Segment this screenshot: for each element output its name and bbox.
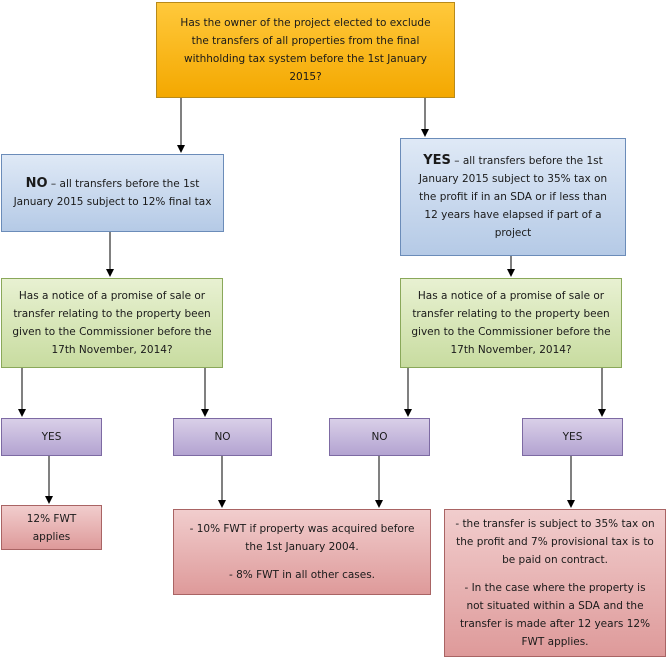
outcome-12-fwt-text: 12% FWT applies — [26, 512, 77, 543]
answer-right-no: NO — [329, 418, 430, 456]
answer-left-no-label: NO — [214, 431, 231, 443]
yes-branch-content: YES – all transfers before the 1st Janua… — [413, 152, 613, 242]
no-branch-content: NO – all transfers before the 1st Januar… — [8, 175, 217, 211]
outcome-fwt-10-8: - 10% FWT if property was acquired befor… — [173, 509, 431, 595]
outcome-35-tax: - the transfer is subject to 35% tax on … — [444, 509, 666, 657]
answer-right-yes-label: YES — [562, 431, 583, 443]
question-notice-right: Has a notice of a promise of sale or tra… — [400, 278, 622, 368]
question-notice-left-text: Has a notice of a promise of sale or tra… — [12, 290, 212, 356]
outcome-fwt-8-line: - 8% FWT in all other cases. — [228, 569, 376, 581]
answer-right-no-label: NO — [371, 431, 388, 443]
yes-branch-box: YES – all transfers before the 1st Janua… — [400, 138, 626, 256]
answer-left-yes-label: YES — [41, 431, 62, 443]
question-notice-left: Has a notice of a promise of sale or tra… — [1, 278, 223, 368]
yes-branch-text: – all transfers before the 1st January 2… — [418, 155, 608, 239]
outcome-12-fwt: 12% FWT applies — [1, 505, 102, 550]
answer-right-yes: YES — [522, 418, 623, 456]
answer-left-no: NO — [173, 418, 272, 456]
no-branch-box: NO – all transfers before the 1st Januar… — [1, 154, 224, 232]
answer-left-yes: YES — [1, 418, 102, 456]
question-owner-election-text: Has the owner of the project elected to … — [180, 17, 431, 83]
outcome-35-tax-line: - the transfer is subject to 35% tax on … — [455, 518, 655, 566]
question-notice-right-text: Has a notice of a promise of sale or tra… — [411, 290, 611, 356]
outcome-non-sda-line: - In the case where the property is not … — [459, 582, 651, 648]
no-branch-text: – all transfers before the 1st January 2… — [13, 178, 212, 208]
question-owner-election: Has the owner of the project elected to … — [156, 2, 455, 98]
yes-branch-label: YES — [423, 153, 451, 168]
no-branch-label: NO — [25, 176, 48, 191]
outcome-fwt-10-line: - 10% FWT if property was acquired befor… — [189, 523, 415, 553]
